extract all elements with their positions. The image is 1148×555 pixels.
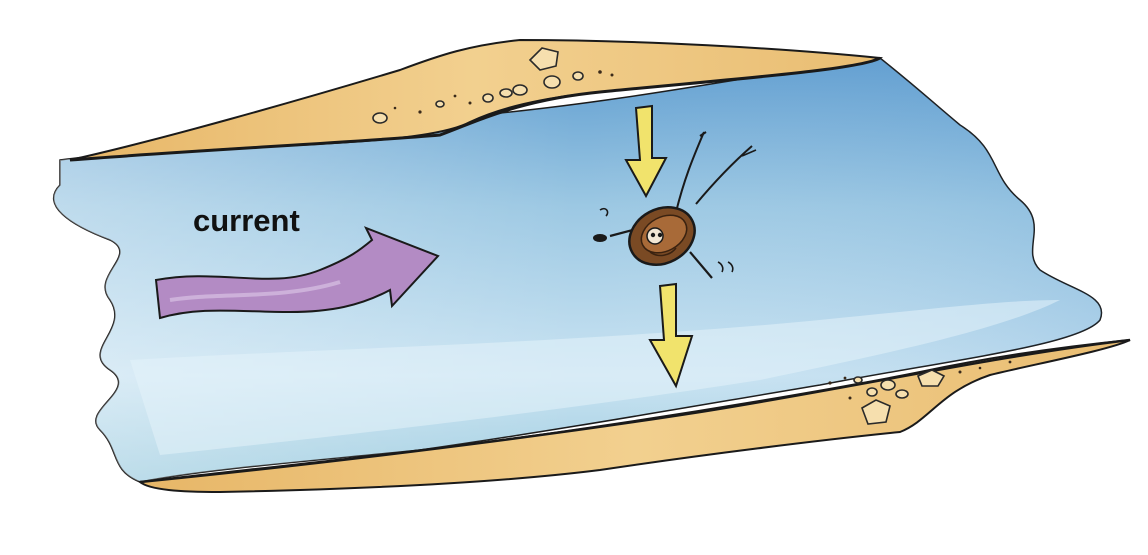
current-label: current: [193, 203, 300, 239]
water: [54, 58, 1102, 482]
